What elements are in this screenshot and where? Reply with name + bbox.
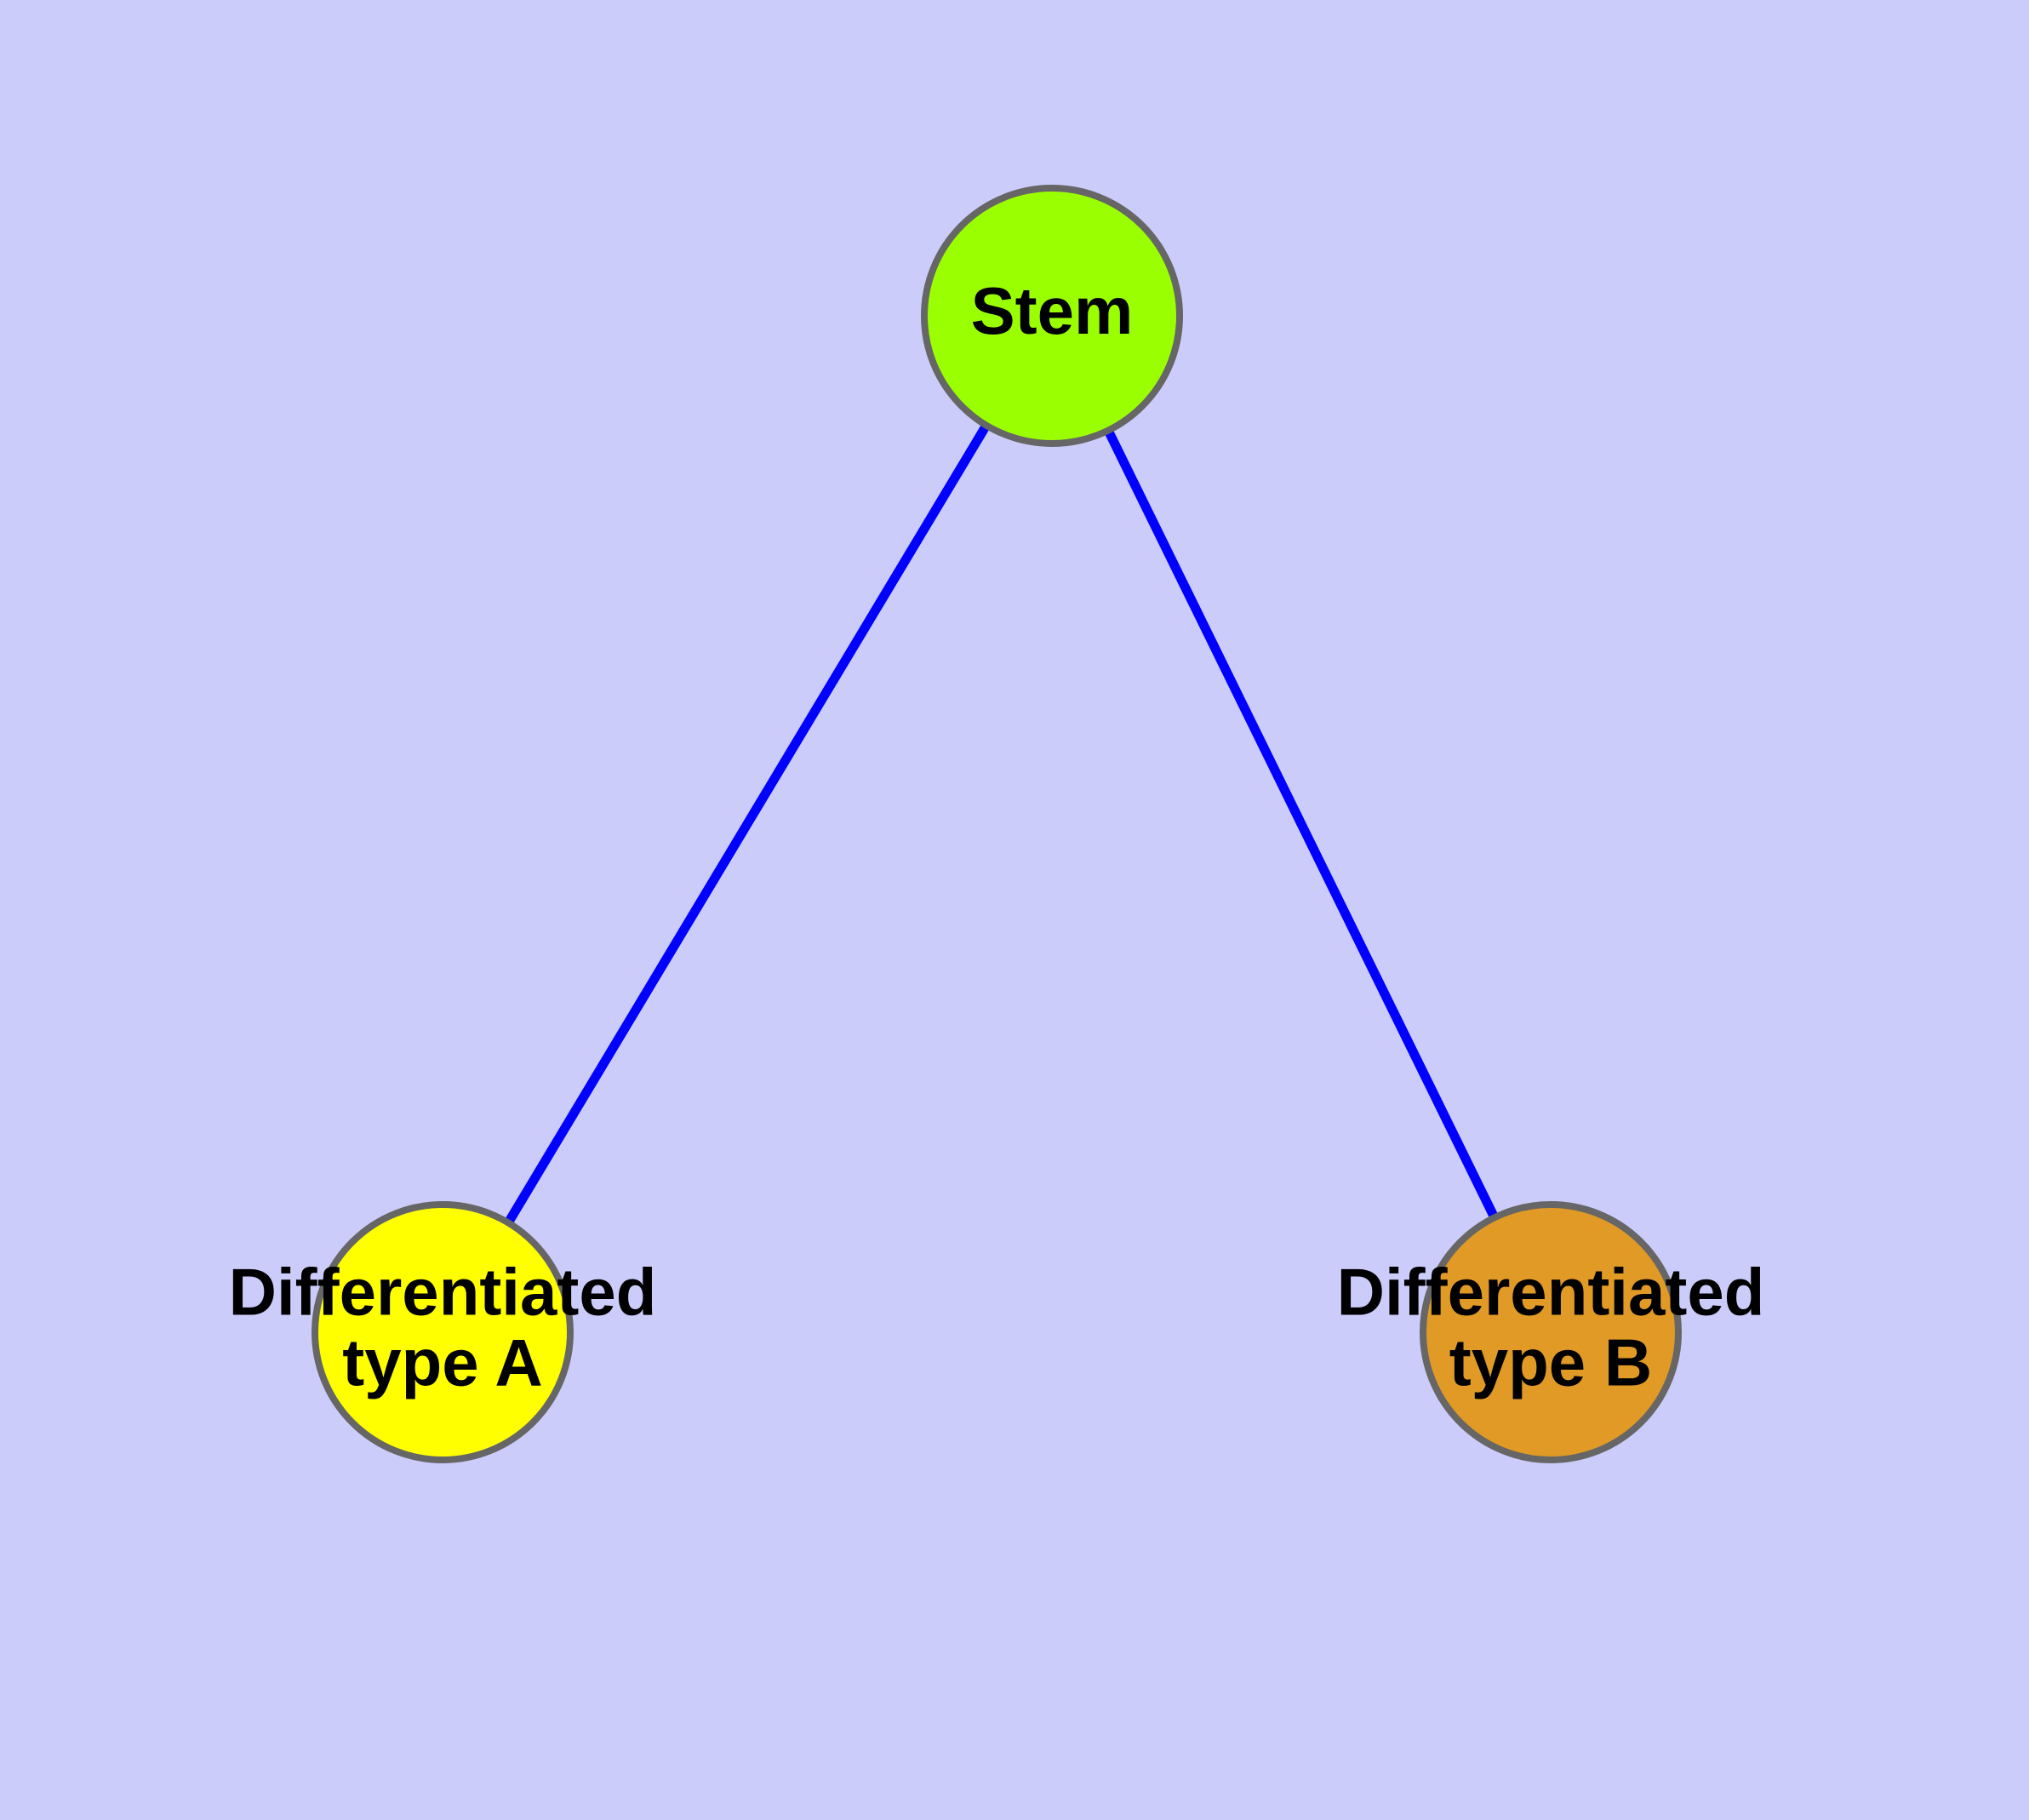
node-label-line: type A (342, 1325, 543, 1399)
node-circle-stem[interactable] (921, 185, 1183, 447)
edge-stem-diff-b[interactable] (1101, 423, 1501, 1225)
node-label-line: type B (1449, 1325, 1652, 1399)
node-stem[interactable]: Stem (921, 185, 1183, 447)
node-label-line: Differentiated (229, 1254, 657, 1329)
node-label-line: Differentiated (1337, 1254, 1765, 1329)
node-circle-diff-a[interactable] (311, 1201, 574, 1463)
node-label-line: Stem (971, 273, 1134, 348)
edges-layer (501, 418, 1501, 1230)
node-circle-diff-b[interactable] (1420, 1201, 1682, 1463)
edge-stem-diff-a[interactable] (501, 418, 993, 1230)
node-label-stem: Stem (971, 273, 1134, 348)
